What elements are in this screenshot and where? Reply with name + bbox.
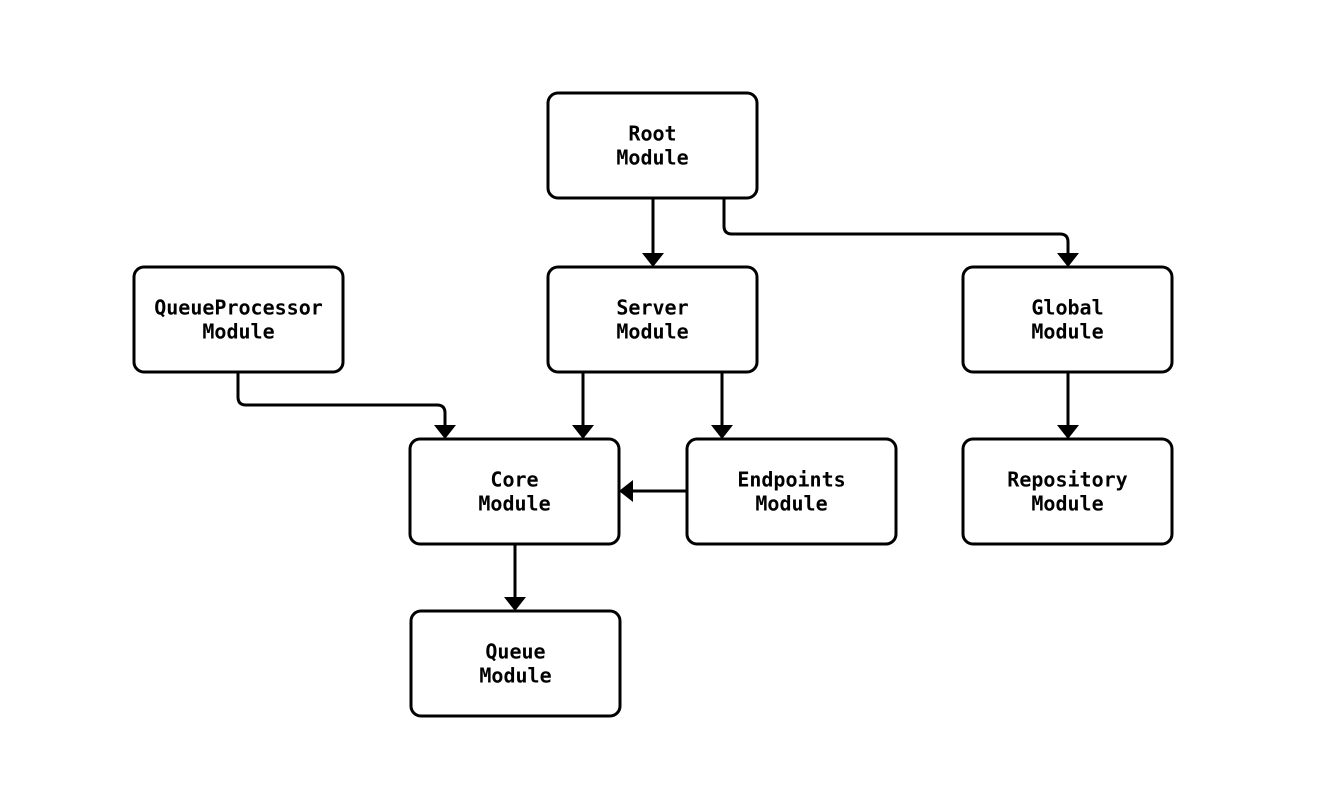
edge-root-to-global <box>722 198 1079 267</box>
node-box-root-module <box>546 91 759 200</box>
node-label-line: Endpoints <box>737 468 845 492</box>
node-label-line: Queue <box>485 640 545 664</box>
node-label-line: Repository <box>1007 468 1127 492</box>
node-box-global-module <box>961 265 1174 374</box>
arrowhead-icon <box>619 480 633 502</box>
edge-line-queueprocessor-to-core <box>236 372 447 425</box>
arrowhead-icon <box>1057 253 1079 267</box>
node-label-line: Server <box>616 296 688 320</box>
node-label-line: Module <box>616 320 688 344</box>
node-box-core-module <box>408 437 621 546</box>
node-label-line: Module <box>1031 492 1103 516</box>
node-label-line: Module <box>202 320 274 344</box>
node-label-line: Module <box>479 664 551 688</box>
node-label-line: Module <box>755 492 827 516</box>
node-box-queueprocessor-module <box>132 265 345 374</box>
edge-root-to-server <box>642 198 664 267</box>
node-box-repository-module <box>961 437 1174 546</box>
node-label-line: Root <box>628 122 676 146</box>
edge-server-to-endpoints <box>711 372 733 439</box>
node-label-line: Module <box>616 146 688 170</box>
node-label-line: Global <box>1031 296 1103 320</box>
node-box-server-module <box>546 265 759 374</box>
node-box-endpoints-module <box>685 437 898 546</box>
arrowhead-icon <box>504 597 526 611</box>
edge-server-to-core <box>572 372 594 439</box>
edge-endpoints-to-core <box>619 480 687 502</box>
arrowhead-icon <box>642 253 664 267</box>
edge-global-to-repository <box>1057 372 1079 439</box>
arrowhead-icon <box>434 425 456 439</box>
arrowhead-icon <box>1057 425 1079 439</box>
arrowhead-icon <box>711 425 733 439</box>
node-label-line: Core <box>490 468 538 492</box>
edge-queueprocessor-to-core <box>236 372 456 439</box>
edge-core-to-queue <box>504 544 526 611</box>
node-label-line: QueueProcessor <box>154 296 323 320</box>
node-box-queue-module <box>409 609 622 718</box>
arrowhead-icon <box>572 425 594 439</box>
node-label-line: Module <box>478 492 550 516</box>
node-label-line: Module <box>1031 320 1103 344</box>
edge-line-root-to-global <box>722 198 1070 253</box>
